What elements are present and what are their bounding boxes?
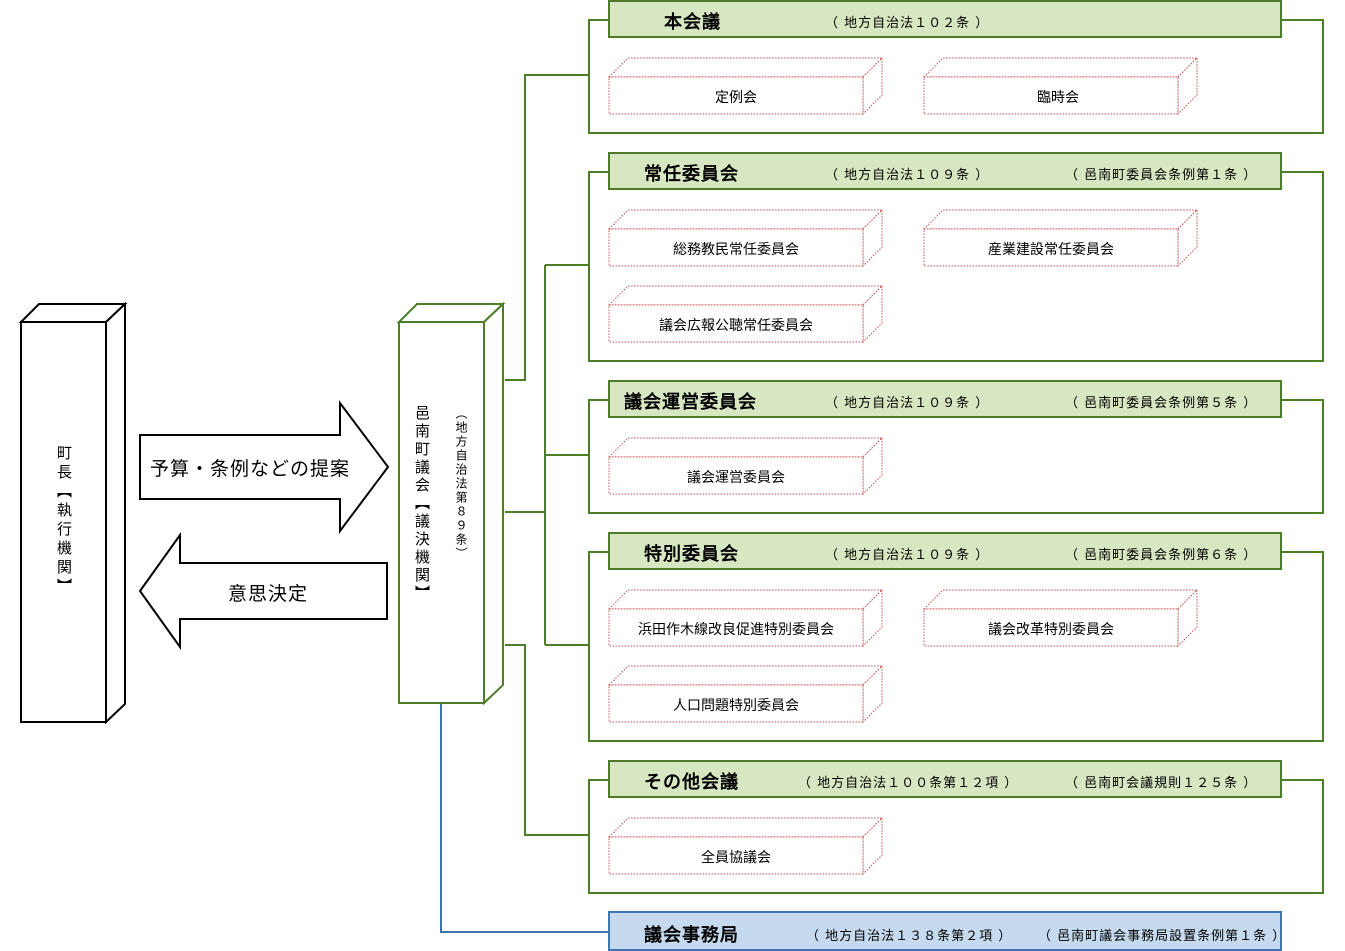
secretariat-title: 議会事務局 (644, 925, 739, 946)
decision-arrow-label: 意思決定 (228, 583, 309, 605)
section-steering-law1: （ 地方自治法１０９条 ） (825, 396, 990, 411)
section-other-law1: （ 地方自治法１００条第１２項 ） (798, 776, 1019, 791)
assembly-box (396, 301, 506, 706)
section-standing-title: 常任委員会 (644, 164, 739, 185)
box-road-improvement (607, 588, 884, 648)
proposal-arrow-label: 予算・条例などの提案 (150, 458, 351, 480)
box-public-relations (607, 284, 884, 344)
label-extraordinary-session: 臨時会 (1037, 90, 1079, 106)
label-steering: 議会運営委員会 (687, 470, 785, 486)
assembly-law: （地方自治法第８９条） (454, 407, 468, 561)
box-general-affairs (607, 208, 884, 268)
section-steering-header: 議会運営委員会 （ 地方自治法１０９条 ） （ 邑南町委員会条例第５条 ） (608, 380, 1282, 418)
section-special-law2: （ 邑南町委員会条例第６条 ） (1065, 548, 1258, 563)
section-other-header: その他会議 （ 地方自治法１００条第１２項 ） （ 邑南町会議規則１２５条 ） (608, 760, 1282, 798)
box-extraordinary-session (922, 56, 1199, 116)
assembly-label: 邑南町議会【議決機関】 (413, 405, 431, 603)
section-plenary-header: 本会議 （ 地方自治法１０２条 ） (608, 0, 1282, 38)
secretariat-header: 議会事務局 （ 地方自治法１３８条第２項 ） （ 邑南町議会事務局設置条例第１条… (608, 911, 1285, 951)
box-all-members (607, 816, 884, 876)
section-special-law1: （ 地方自治法１０９条 ） (825, 548, 990, 563)
section-standing-law1: （ 地方自治法１０９条 ） (825, 168, 990, 183)
section-special-header: 特別委員会 （ 地方自治法１０９条 ） （ 邑南町委員会条例第６条 ） (608, 532, 1282, 570)
section-plenary-title: 本会議 (664, 12, 721, 33)
mayor-box (18, 301, 128, 725)
box-population (607, 664, 884, 724)
label-regular-session: 定例会 (715, 90, 757, 106)
label-all-members: 全員協議会 (701, 850, 771, 866)
proposal-arrow (139, 400, 390, 534)
connector-secretariat (440, 703, 608, 933)
box-industry-construction (922, 208, 1199, 268)
label-public-relations: 議会広報公聴常任委員会 (659, 318, 813, 334)
secretariat-law2: （ 邑南町議会事務局設置条例第１条 ） (1038, 929, 1287, 944)
label-population: 人口問題特別委員会 (673, 698, 799, 714)
section-standing-law2: （ 邑南町委員会条例第１条 ） (1065, 168, 1258, 183)
box-steering (607, 436, 884, 496)
section-steering-law2: （ 邑南町委員会条例第５条 ） (1065, 396, 1258, 411)
section-plenary-law: （ 地方自治法１０２条 ） (825, 16, 990, 31)
mayor-label: 町長【執行機関】 (55, 445, 73, 597)
decision-arrow (138, 531, 388, 651)
label-general-affairs: 総務教民常任委員会 (673, 242, 799, 258)
connector-main (505, 74, 588, 381)
connector-other (505, 644, 588, 836)
section-steering-title: 議会運営委員会 (624, 392, 757, 413)
section-other-law2: （ 邑南町会議規則１２５条 ） (1065, 776, 1258, 791)
label-reform: 議会改革特別委員会 (988, 622, 1114, 638)
section-standing-header: 常任委員会 （ 地方自治法１０９条 ） （ 邑南町委員会条例第１条 ） (608, 152, 1282, 190)
box-regular-session (607, 56, 884, 116)
label-industry-construction: 産業建設常任委員会 (988, 242, 1114, 258)
section-other-title: その他会議 (644, 772, 739, 793)
secretariat-law1: （ 地方自治法１３８条第２項 ） (806, 929, 1013, 944)
section-special-title: 特別委員会 (644, 544, 739, 565)
box-reform (922, 588, 1199, 648)
label-road-improvement: 浜田作木線改良促進特別委員会 (638, 622, 834, 638)
